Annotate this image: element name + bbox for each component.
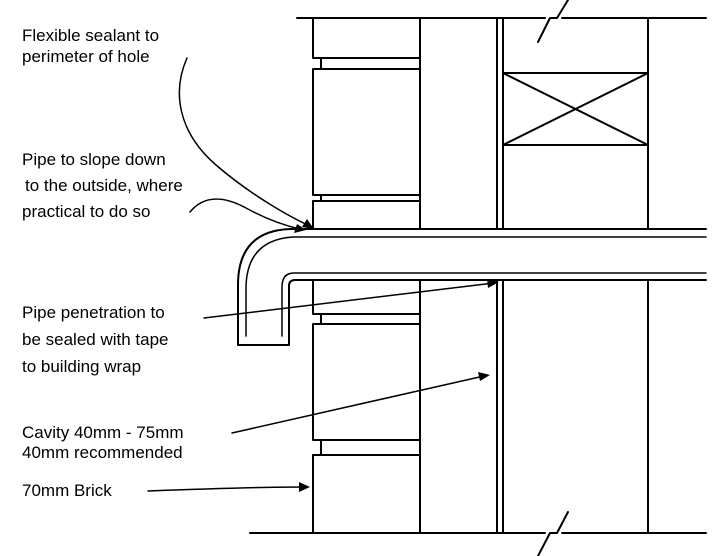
timber-nog (502, 72, 649, 146)
penetration-label-line-2: be sealed with tape (22, 330, 169, 349)
penetration-label-line-1: Pipe penetration to (22, 303, 165, 322)
slope-label-line-2: to the outside, where (25, 176, 183, 195)
brick-label: 70mm Brick (22, 481, 112, 500)
top-break-line (296, 0, 707, 43)
brick-wall-upper (312, 17, 421, 230)
sealant-label: Flexible sealant to perimeter of hole (22, 26, 159, 66)
brick-wall-lower (312, 279, 421, 534)
cavity-leader (231, 372, 490, 434)
sealant-leader (178, 57, 314, 229)
penetration-label: Pipe penetration to be sealed with tape … (22, 303, 169, 376)
brick-label-line-1: 70mm Brick (22, 481, 112, 500)
slope-label-line-1: Pipe to slope down (22, 150, 166, 169)
wall-framing (419, 17, 649, 534)
slope-label: Pipe to slope down to the outside, where… (22, 150, 183, 221)
cavity-label: Cavity 40mm - 75mm 40mm recommended (22, 423, 184, 462)
slope-leader (189, 198, 306, 233)
penetration-leader (203, 279, 499, 319)
slope-label-line-3: practical to do so (22, 202, 151, 221)
pipe (237, 228, 707, 346)
cavity-label-line-1: Cavity 40mm - 75mm (22, 423, 184, 442)
brick-leader (147, 482, 310, 492)
cavity-label-line-2: 40mm recommended (22, 443, 183, 462)
penetration-label-line-3: to building wrap (22, 357, 141, 376)
sealant-label-line-1: Flexible sealant to (22, 26, 159, 45)
sealant-label-line-2: perimeter of hole (22, 47, 150, 66)
